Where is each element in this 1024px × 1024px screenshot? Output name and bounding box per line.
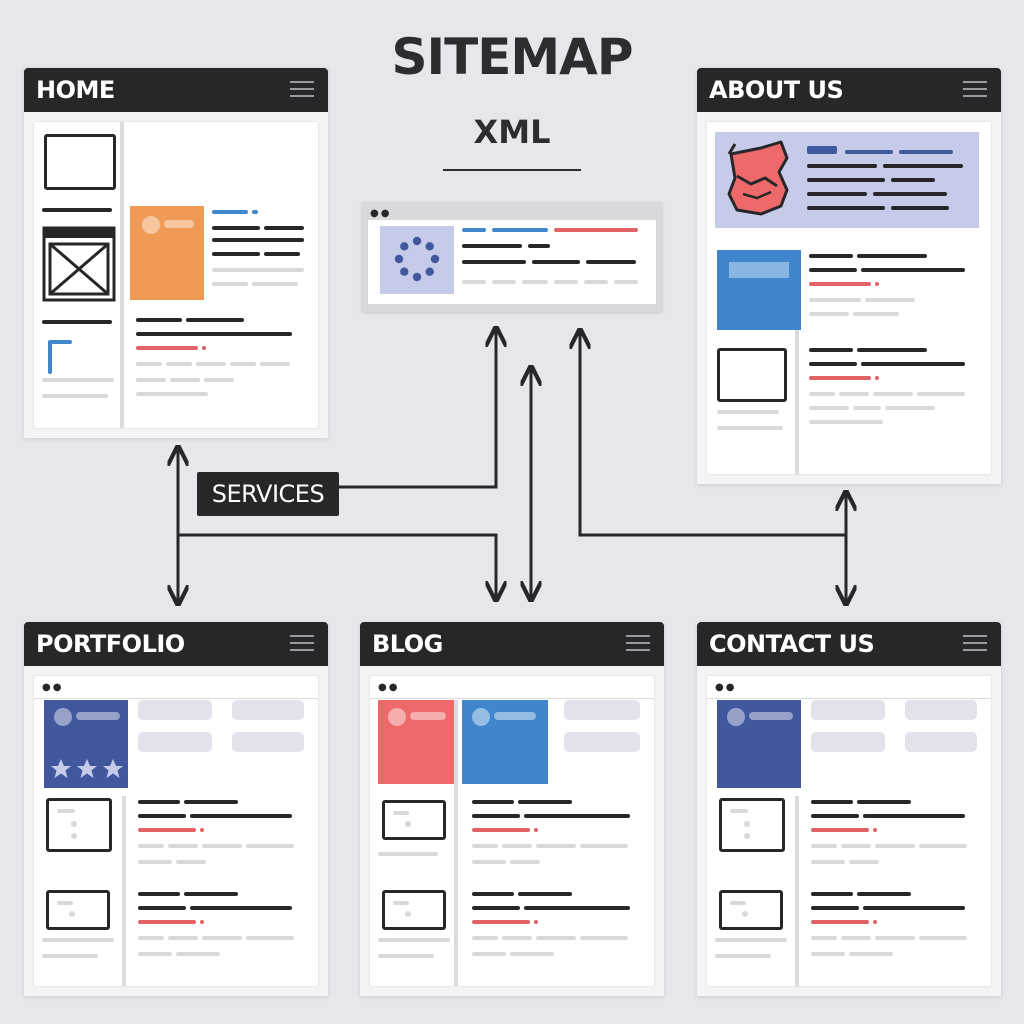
home-wireframe [34,122,318,428]
image-frame-icon [382,890,446,930]
image-frame-icon [719,890,783,930]
blog-page-label: BLOG [372,630,443,658]
portfolio-header: PORTFOLIO [24,622,328,666]
services-label[interactable]: SERVICES [197,472,339,516]
menu-icon[interactable] [963,635,987,653]
blog-header: BLOG [360,622,664,666]
red-mascot-illustration [727,140,789,216]
home-page-label: HOME [36,76,115,104]
image-frame-icon [46,890,110,930]
contact-header: CONTACT US [697,622,1001,666]
blog-wireframe: ●● [370,676,654,986]
portfolio-page-card: PORTFOLIO ●● [24,622,328,996]
contact-page-label: CONTACT US [709,630,875,658]
image-placeholder-icon [42,226,116,302]
image-frame-icon [719,798,785,852]
window-dots-icon: ●● [42,682,64,693]
red-content-block [378,700,454,784]
orange-content-block [130,206,204,300]
blue-content-block [717,250,801,330]
image-frame-icon [382,800,446,840]
xml-sitemap-card: ●● [362,202,662,312]
blog-page-card: BLOG ●● [360,622,664,996]
window-dots-icon: ●● [370,208,392,219]
about-page-label: ABOUT US [709,76,844,104]
window-dots-icon: ●● [378,682,400,693]
image-frame-icon [717,348,787,402]
hero-banner [715,132,979,228]
image-frame-icon [46,798,112,852]
navy-content-block [717,700,801,788]
about-page-card: ABOUT US [697,68,1001,484]
menu-icon[interactable] [963,81,987,99]
about-header: ABOUT US [697,68,1001,112]
home-blog-connector [178,533,496,600]
home-page-card: HOME [24,68,328,438]
title-underline [443,169,581,171]
star-rating-icon [51,759,123,778]
about-wireframe [707,122,991,474]
home-header: HOME [24,68,328,112]
portfolio-wireframe: ●● [34,676,318,986]
image-frame-icon [44,134,116,190]
xml-sitemap-content [368,220,656,304]
xml-about-connector [580,330,846,537]
menu-icon[interactable] [290,635,314,653]
window-dots-icon: ●● [715,682,737,693]
diagram-subtitle: XML [473,113,551,151]
blue-content-block [462,700,548,784]
menu-icon[interactable] [290,81,314,99]
portfolio-page-label: PORTFOLIO [36,630,185,658]
contact-page-card: CONTACT US ●● [697,622,1001,996]
contact-wireframe: ●● [707,676,991,986]
loading-spinner-icon [394,236,440,282]
rating-card [44,700,128,788]
menu-icon[interactable] [626,635,650,653]
diagram-title: SITEMAP [391,28,634,86]
services-xml-connector [339,328,496,489]
